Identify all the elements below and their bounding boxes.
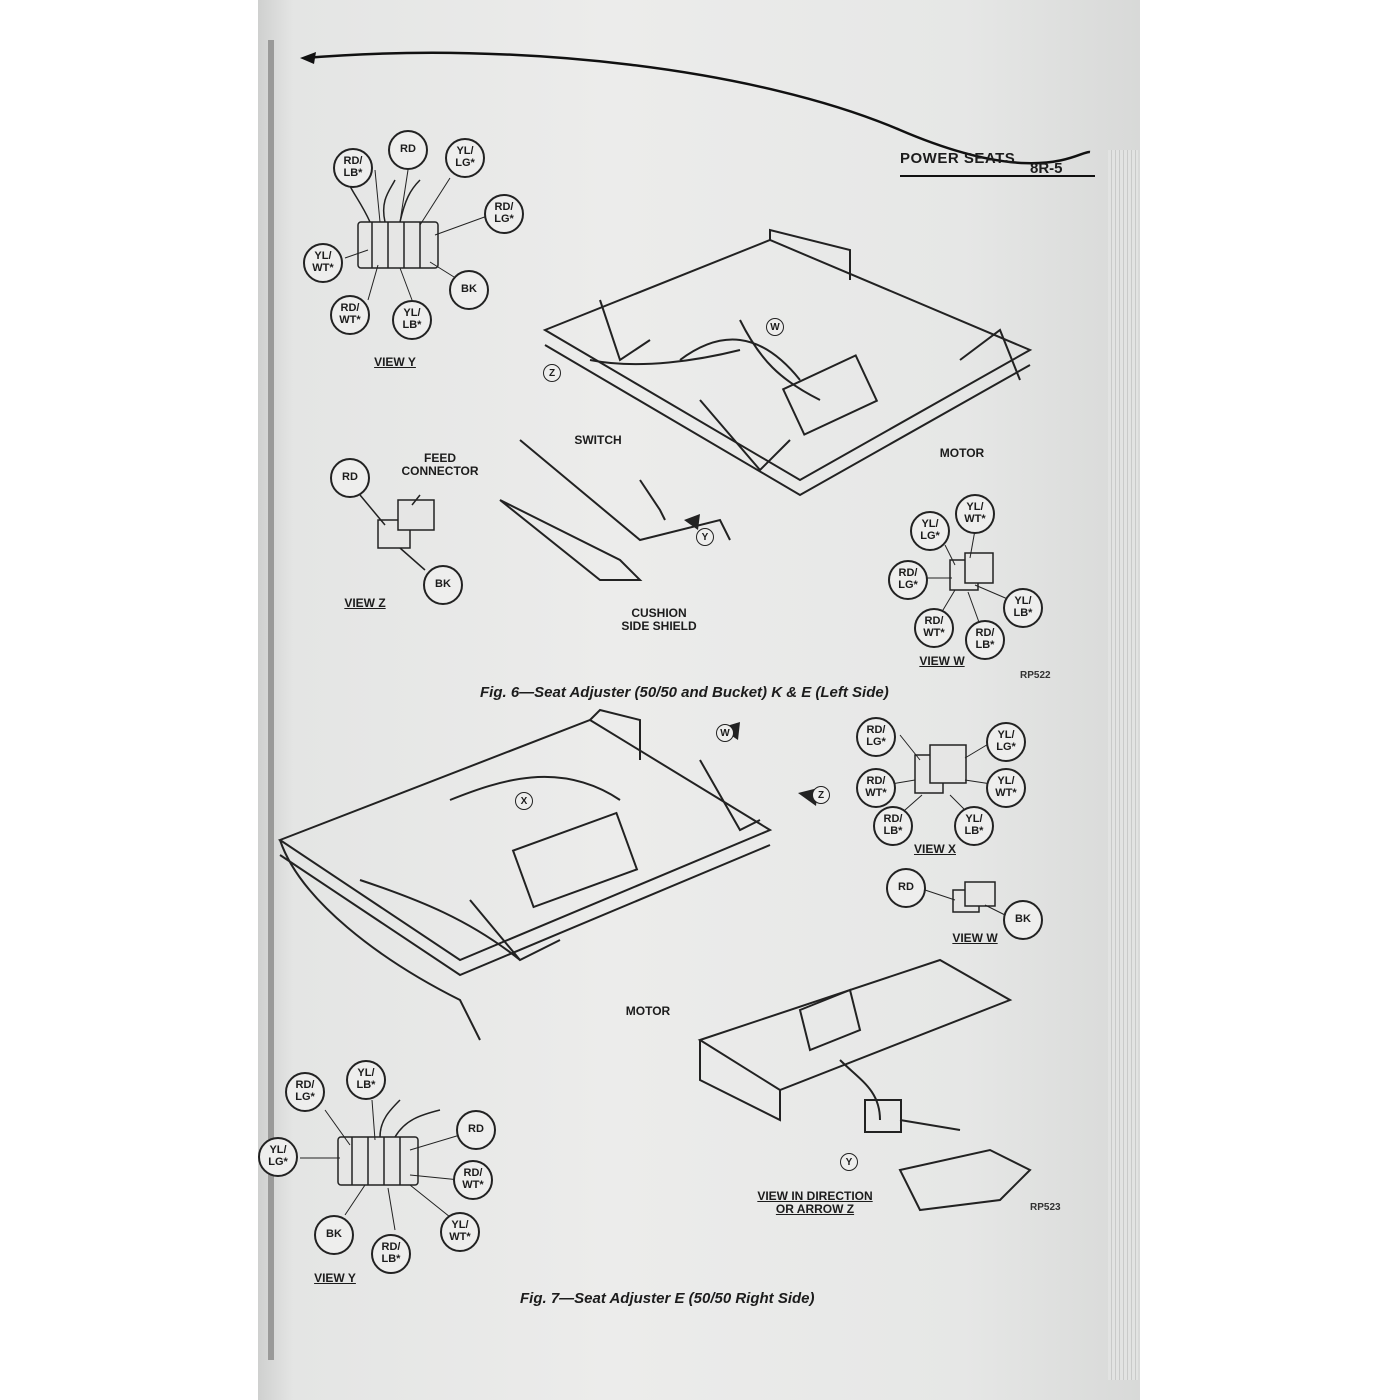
wire-bubble: RD/ WT* <box>330 295 370 335</box>
figure-6-caption: Fig. 6—Seat Adjuster (50/50 and Bucket) … <box>480 684 889 701</box>
wire-bubble: YL/ LG* <box>258 1137 298 1177</box>
wire-bubble: YL/ LG* <box>910 511 950 551</box>
wire-bubble: RD/ LB* <box>333 148 373 188</box>
arrow-z-tag: Z <box>543 364 561 382</box>
wire-bubble: YL/ WT* <box>440 1212 480 1252</box>
wire-bubble: BK <box>449 270 489 310</box>
wire-bubble: RD/ WT* <box>856 768 896 808</box>
cushion-side-shield-label: CUSHION SIDE SHIELD <box>621 606 697 633</box>
wire-bubble: RD/ LG* <box>888 560 928 600</box>
wire-bubble: BK <box>423 565 463 605</box>
switch-label: SWITCH <box>574 433 622 447</box>
page-number: 8R-5 <box>1030 160 1063 177</box>
background-right <box>1140 0 1400 1400</box>
wire-bubble: YL/ LB* <box>954 806 994 846</box>
arrow-z-tag: Z <box>812 786 830 804</box>
wire-bubble: RD/ LG* <box>285 1072 325 1112</box>
wire-bubble: RD/ LB* <box>965 620 1005 660</box>
view-w-title: VIEW W <box>952 931 998 945</box>
wire-bubble: RD/ LB* <box>873 806 913 846</box>
wire-bubble: RD <box>330 458 370 498</box>
wire-bubble: YL/ LG* <box>445 138 485 178</box>
wire-bubble: YL/ WT* <box>303 243 343 283</box>
wire-bubble: RD/ WT* <box>453 1160 493 1200</box>
motor-label: MOTOR <box>939 446 985 460</box>
wire-bubble: YL/ WT* <box>986 768 1026 808</box>
figure-7-caption: Fig. 7—Seat Adjuster E (50/50 Right Side… <box>520 1290 815 1307</box>
background-left <box>0 0 258 1400</box>
wire-bubble: RD <box>456 1110 496 1150</box>
view-w-title: VIEW W <box>919 654 965 668</box>
wire-bubble: RD/ WT* <box>914 608 954 648</box>
wire-bubble: YL/ WT* <box>955 494 995 534</box>
wire-bubble: RD/ LB* <box>371 1234 411 1274</box>
view-y-title: VIEW Y <box>314 1271 356 1285</box>
wire-bubble: YL/ LB* <box>346 1060 386 1100</box>
wire-bubble: RD/ LG* <box>856 717 896 757</box>
wire-bubble: RD/ LG* <box>484 194 524 234</box>
view-direction-label: VIEW IN DIRECTION OR ARROW Z <box>757 1189 873 1216</box>
page-stack-edge <box>1108 150 1138 1380</box>
arrow-y-tag: Y <box>696 528 714 546</box>
arrow-y-tag: Y <box>840 1153 858 1171</box>
wire-bubble: YL/ LG* <box>986 722 1026 762</box>
wire-bubble: BK <box>1003 900 1043 940</box>
feed-connector-label: FEED CONNECTOR <box>401 451 479 478</box>
view-z-title: VIEW Z <box>344 596 386 610</box>
arrow-w-tag: W <box>716 724 734 742</box>
motor-label: MOTOR <box>625 1004 671 1018</box>
wire-bubble: YL/ LB* <box>1003 588 1043 628</box>
section-title: POWER SEATS <box>900 150 1016 167</box>
wire-bubble: YL/ LB* <box>392 300 432 340</box>
binding-edge <box>268 40 274 1360</box>
wire-bubble: RD <box>886 868 926 908</box>
wire-bubble: BK <box>314 1215 354 1255</box>
figure-code: RP523 <box>1030 1202 1061 1213</box>
figure-code: RP522 <box>1020 670 1051 681</box>
arrow-w-tag: W <box>766 318 784 336</box>
wire-bubble: RD <box>388 130 428 170</box>
view-x-title: VIEW X <box>913 842 956 856</box>
arrow-x-tag: X <box>515 792 533 810</box>
view-y-title: VIEW Y <box>374 355 416 369</box>
